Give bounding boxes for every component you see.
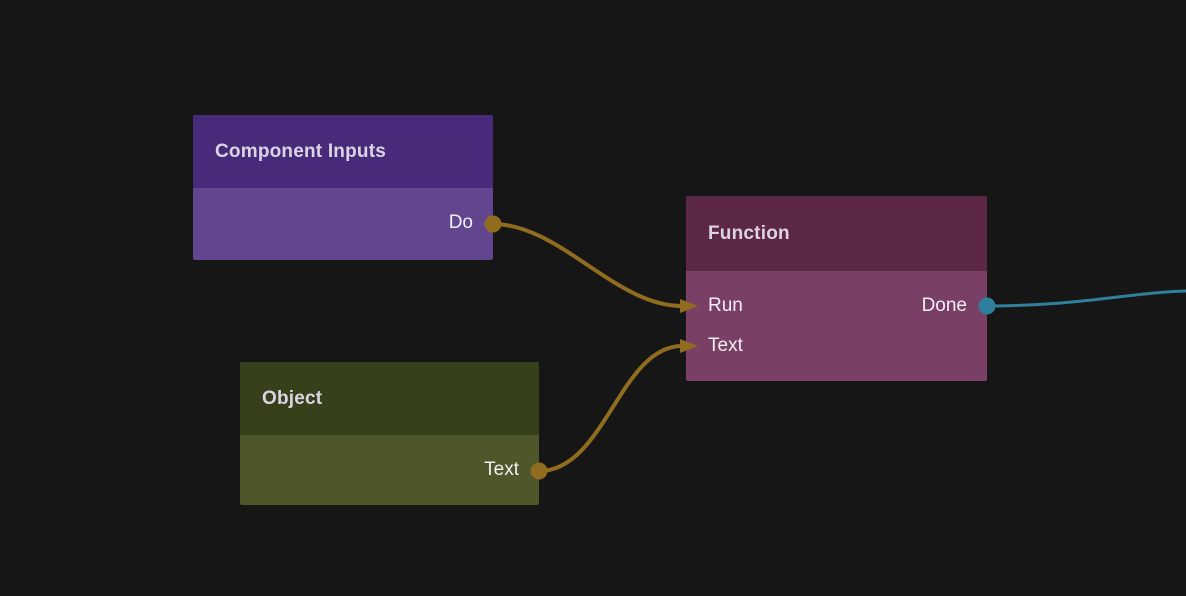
output-label-done: Done [921,295,967,316]
node-function[interactable]: Function Run Done Text [686,196,987,381]
node-component-inputs[interactable]: Component Inputs Do [193,115,493,260]
node-title: Component Inputs [215,140,387,162]
node-title: Object [262,387,323,409]
node-title: Function [708,222,790,244]
wire-path [985,289,1186,308]
node-body: Text [240,435,539,505]
port-row: Run Done [686,286,987,326]
node-body: Run Done Text [686,271,987,381]
wire-path [491,222,684,308]
input-label-run: Run [708,295,743,316]
port-row: Do [193,203,493,243]
node-object[interactable]: Object Text [240,362,539,505]
port-row: Text [240,450,539,490]
output-label-do: Do [448,212,473,233]
wire-done-out[interactable] [985,289,1186,308]
output-label-text: Text [484,459,519,480]
input-label-text: Text [708,335,743,356]
node-body: Do [193,188,493,260]
node-header[interactable]: Component Inputs [193,115,493,188]
port-row: Text [686,326,987,366]
node-header[interactable]: Function [686,196,987,271]
wire-do-to-run[interactable] [491,222,698,313]
node-header[interactable]: Object [240,362,539,435]
wire-text-to-text[interactable] [537,339,698,473]
wire-path [537,344,684,473]
